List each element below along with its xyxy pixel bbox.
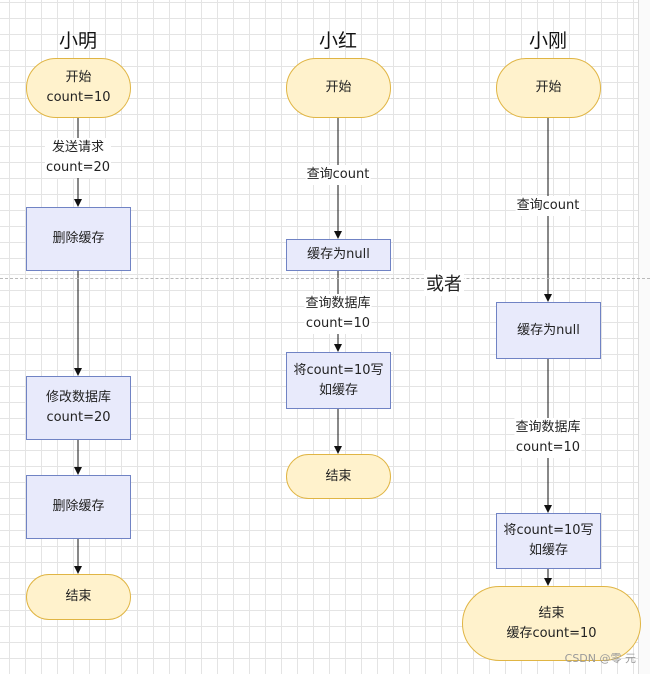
node-line: 缓存count=10 <box>506 625 597 641</box>
node-line: 缓存为null <box>307 247 370 262</box>
node-line: 结束 <box>538 605 565 621</box>
node-line: 将count=10写 <box>503 523 594 538</box>
node-line: 缓存为null <box>517 322 580 338</box>
lane-title-gang: 小刚 <box>528 30 568 52</box>
node-line: 结束 <box>65 589 92 604</box>
label-line: count=10 <box>515 440 581 455</box>
node-line: count=20 <box>46 410 111 425</box>
hong-cache-null-node: 缓存为null <box>286 239 391 271</box>
label-line: 查询count <box>306 167 370 182</box>
node-line: 修改数据库 <box>45 390 111 405</box>
node-line: 开始 <box>65 70 92 85</box>
node-line: 开始 <box>535 80 562 95</box>
node-line: 如缓存 <box>528 543 568 558</box>
node-line: 开始 <box>325 80 352 95</box>
label-line: 发送请求 <box>51 140 104 155</box>
hong-start-node: 开始 <box>286 58 391 118</box>
node-line: 删除缓存 <box>52 499 105 514</box>
gang-write-cache-node: 将count=10写 如缓存 <box>496 513 601 569</box>
lane-title-ming: 小明 <box>58 30 98 52</box>
node-line: 结束 <box>325 468 352 484</box>
ming-end-node: 结束 <box>26 574 131 620</box>
hong-end-node: 结束 <box>286 454 391 499</box>
separator-line <box>0 278 650 279</box>
ming-start-node: 开始 count=10 <box>26 58 131 118</box>
ming-edge-label: 发送请求 count=20 <box>44 138 112 178</box>
label-line: count=10 <box>305 316 371 331</box>
ming-update-db-node: 修改数据库 count=20 <box>26 376 131 440</box>
label-line: count=20 <box>45 160 111 175</box>
label-line: 查询数据库 <box>305 296 371 311</box>
gang-edge-label-db: 查询数据库 count=10 <box>514 418 582 458</box>
node-line: 将count=10写 <box>293 362 384 378</box>
ming-delete-cache-node-2: 删除缓存 <box>26 475 131 539</box>
ming-delete-cache-node: 删除缓存 <box>26 207 131 271</box>
gang-start-node: 开始 <box>496 58 601 118</box>
hong-write-cache-node: 将count=10写 如缓存 <box>286 352 391 409</box>
gang-cache-null-node: 缓存为null <box>496 302 601 359</box>
gang-end-node: 结束 缓存count=10 <box>462 586 641 661</box>
scrollbar-edge <box>638 0 650 674</box>
separator-label: 或者 <box>424 270 464 296</box>
node-line: 删除缓存 <box>52 231 105 246</box>
label-line: 查询数据库 <box>515 420 581 435</box>
label-line: 查询count <box>516 198 580 213</box>
node-line: 如缓存 <box>318 382 358 398</box>
watermark: CSDN @零 元 <box>564 652 636 665</box>
hong-edge-label-query: 查询count <box>305 165 371 185</box>
lane-title-hong: 小红 <box>318 30 358 52</box>
node-line: count=10 <box>46 90 111 105</box>
hong-edge-label-db: 查询数据库 count=10 <box>304 294 372 334</box>
gang-edge-label-query: 查询count <box>515 196 581 216</box>
